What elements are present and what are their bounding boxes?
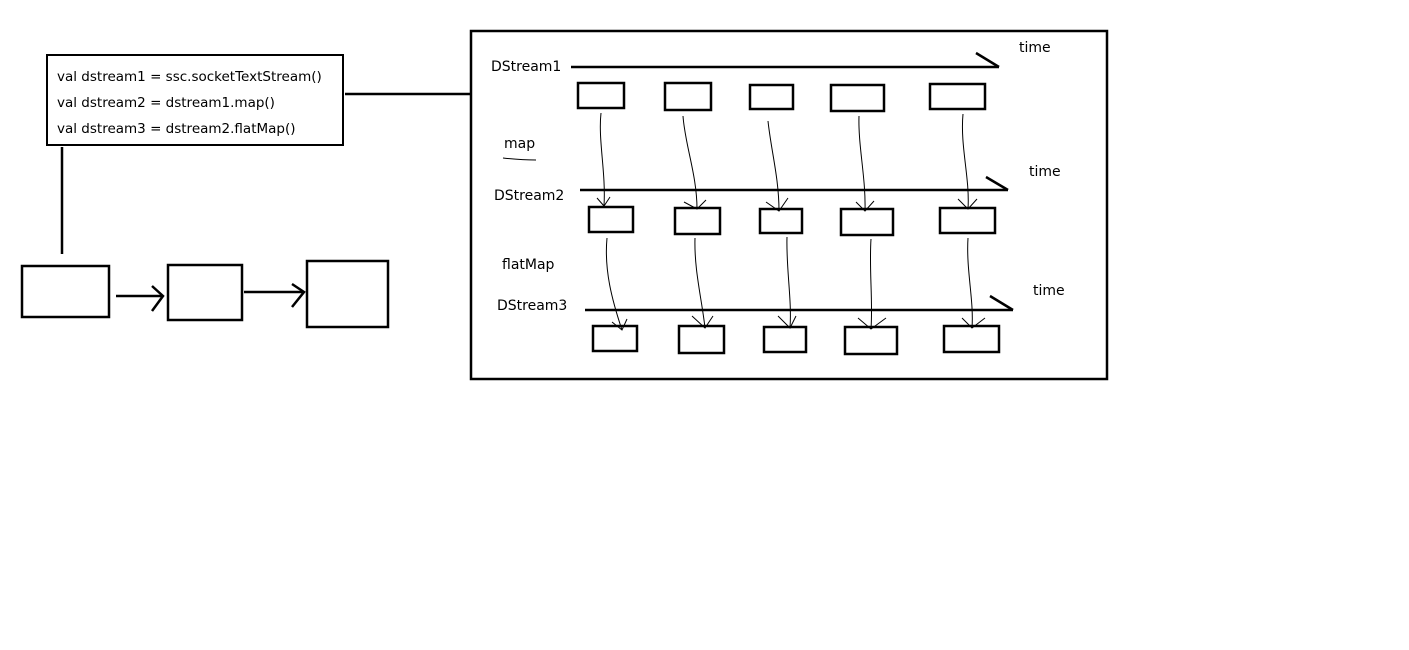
- pipeline-box-1: [20, 264, 111, 319]
- flatmap-arrow-5: [967, 237, 973, 329]
- flatmap-arrow-1: [605, 237, 623, 331]
- map-label: map: [504, 136, 536, 152]
- map-arrow-1-head: [596, 196, 611, 207]
- dstream3-rdd-2: [677, 324, 726, 355]
- dstream2-rdd-4: [839, 207, 895, 237]
- dstream2-rdd-1: [587, 205, 635, 234]
- code-line-2: val dstream2 = dstream1.map(): [57, 95, 275, 111]
- flatmap-arrow-3: [786, 236, 791, 329]
- flatmap-arrow-2: [694, 237, 706, 329]
- dstream1-label: DStream1: [491, 59, 562, 75]
- dstream1-time-label: time: [1019, 40, 1051, 56]
- dstream1-rdd-1: [576, 81, 626, 110]
- flatmap-label: flatMap: [502, 257, 555, 273]
- pipeline-box-2: [166, 263, 244, 322]
- map-arrow-2: [682, 115, 698, 210]
- dstream2-rdd-5: [938, 206, 997, 235]
- dstream1-axis: [571, 51, 1000, 69]
- flatmap-arrow-5-head: [961, 317, 986, 329]
- map-arrow-4-head: [855, 200, 875, 212]
- dstream2-rdd-3: [758, 207, 804, 235]
- dstream1-rdd-2: [663, 81, 713, 112]
- map-arrow-2-head: [683, 199, 707, 210]
- pipeline-arrow-1: [116, 285, 165, 312]
- code-line-3: val dstream3 = dstream2.flatMap(): [57, 121, 296, 137]
- map-arrow-5: [961, 113, 969, 210]
- dstream1-rdd-4: [829, 83, 886, 113]
- dstream2-time-label: time: [1029, 164, 1061, 180]
- map-arrow-4: [858, 115, 866, 212]
- pipeline-arrow-2: [244, 282, 306, 308]
- map-arrow-3-head: [765, 197, 789, 212]
- flatmap-arrow-4-head: [857, 317, 887, 330]
- dstream3-rdd-1: [591, 324, 639, 353]
- code-box: val dstream1 = ssc.socketTextStream() va…: [46, 54, 344, 146]
- dstream3-axis: [585, 294, 1014, 312]
- code-line-1: val dstream1 = ssc.socketTextStream(): [57, 69, 322, 85]
- dstream2-axis: [580, 175, 1009, 192]
- map-arrow-1: [599, 112, 605, 207]
- flatmap-arrow-2-head: [691, 315, 714, 329]
- dstream3-label: DStream3: [497, 298, 568, 314]
- dstream3-rdd-4: [843, 325, 899, 356]
- stream-panel: [469, 29, 1109, 381]
- dstream1-rdd-3: [748, 83, 795, 111]
- dstream2-label: DStream2: [494, 188, 565, 204]
- dstream3-rdd-3: [762, 325, 808, 354]
- flatmap-arrow-1-head: [611, 318, 628, 331]
- dstream1-rdd-5: [928, 82, 987, 111]
- dstream2-rdd-2: [673, 206, 722, 236]
- flatmap-arrow-4: [869, 238, 873, 330]
- map-arrow-5-head: [957, 198, 978, 210]
- dstream3-time-label: time: [1033, 283, 1065, 299]
- map-arrow-3: [767, 120, 780, 212]
- pipeline-box-3: [305, 259, 390, 329]
- flatmap-arrow-3-head: [777, 315, 797, 329]
- dstream3-rdd-5: [942, 324, 1001, 354]
- map-underline: [502, 157, 537, 161]
